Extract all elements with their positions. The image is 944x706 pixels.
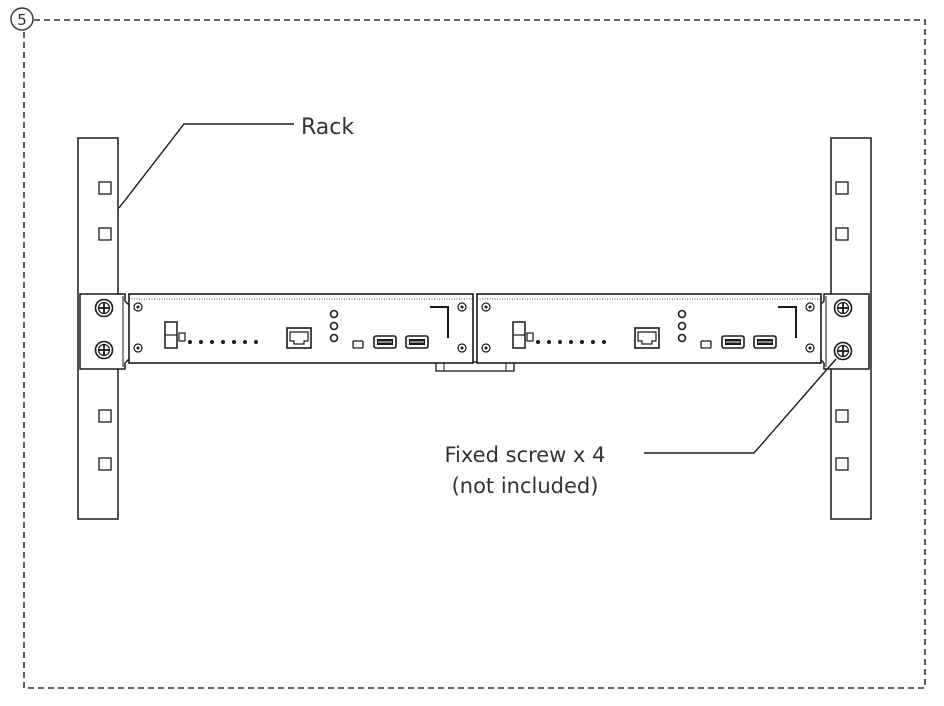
rack-hole: [98, 457, 112, 471]
step-number: 5: [17, 11, 27, 29]
usb-port-icon: [721, 335, 745, 349]
ethernet-port-icon: [634, 327, 660, 349]
rack-hole: [835, 457, 849, 471]
screw-label-line2: (not included): [452, 474, 599, 498]
screw-head-icon: [833, 341, 853, 361]
rack-hole: [98, 409, 112, 423]
power-switch-icon: [512, 321, 534, 349]
screw-leader-line: [644, 358, 837, 454]
usb-port-icon: [753, 335, 777, 349]
rack-hole: [98, 227, 112, 241]
rack-leader-line: [118, 123, 294, 209]
antenna-connector-icon: [329, 309, 339, 343]
antenna-connector-icon: [677, 309, 687, 343]
power-switch-icon: [164, 321, 186, 349]
rack-hole: [835, 181, 849, 195]
led-indicator-icon: [536, 340, 606, 344]
device-unit-left: [128, 293, 474, 364]
screw-label-line1: Fixed screw x 4: [445, 443, 606, 467]
rack-hole: [835, 409, 849, 423]
rack-hole: [98, 181, 112, 195]
usb-port-icon: [405, 335, 429, 349]
mounting-ear-right: [818, 293, 870, 370]
rack-label: Rack: [301, 115, 354, 140]
led-indicator-icon: [188, 340, 258, 344]
step-badge: 5: [10, 7, 34, 31]
screw-head-icon: [833, 298, 853, 318]
screw-head-icon: [94, 340, 114, 360]
usb-port-icon: [373, 335, 397, 349]
dashed-frame: [23, 19, 926, 689]
ethernet-port-icon: [286, 327, 312, 349]
rack-hole: [835, 227, 849, 241]
screw-head-icon: [94, 298, 114, 318]
device-unit-right: [476, 293, 822, 364]
